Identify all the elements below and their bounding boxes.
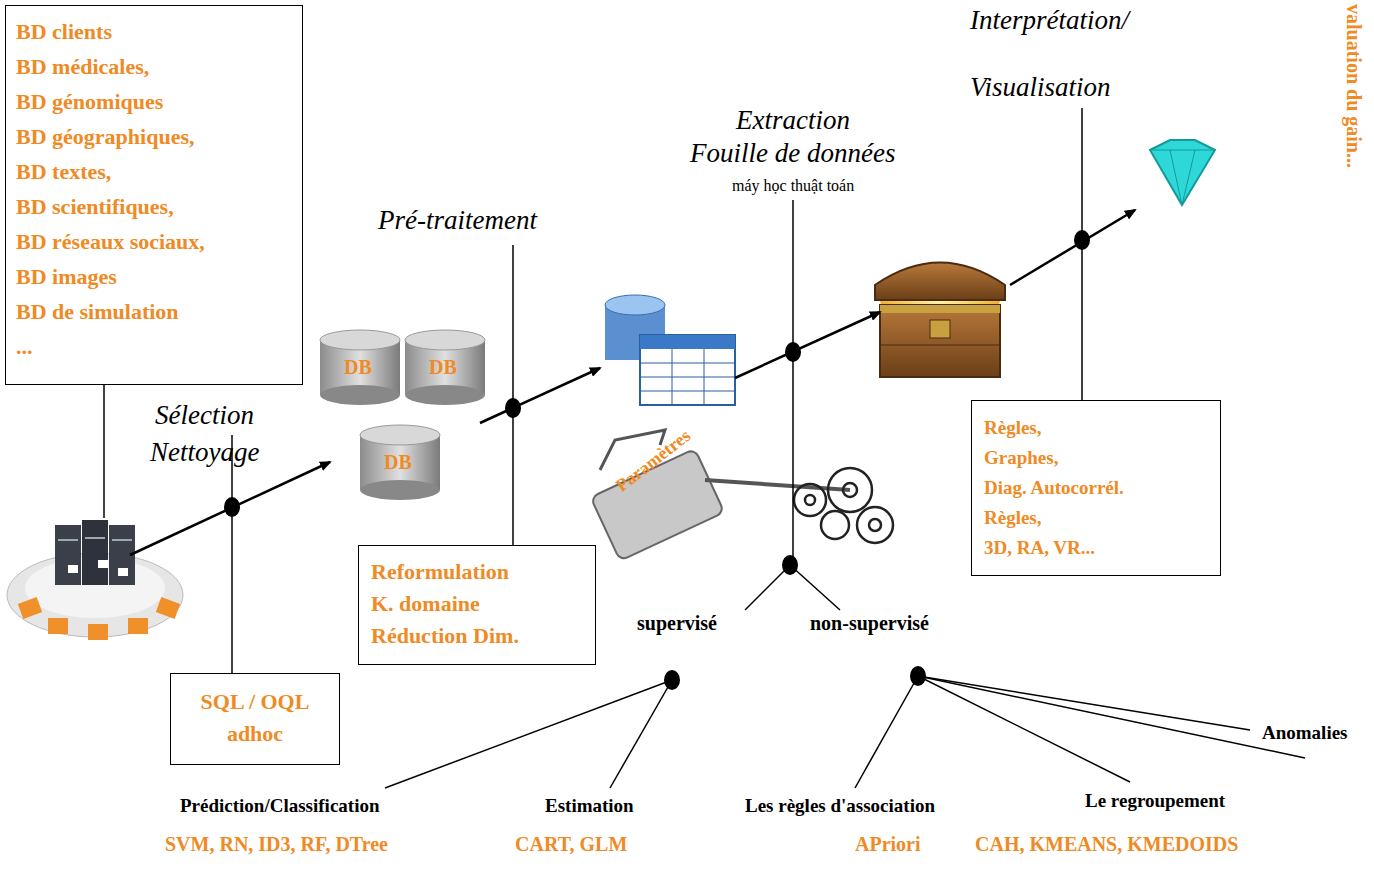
preprocessing-box: ReformulationK. domaineRéduction Dim. <box>358 545 596 665</box>
box-text: Règles, <box>984 503 1208 533</box>
table-database-icon <box>605 295 735 405</box>
box-text: BD clients <box>16 14 292 49</box>
box-text: K. domaine <box>371 588 583 620</box>
db-label: DB <box>429 356 457 379</box>
box-text: BD textes, <box>16 154 292 189</box>
category-label: Prédiction/Classification <box>180 795 379 817</box>
branch-label: non-supervisé <box>810 612 929 635</box>
box-text: BD réseaux sociaux, <box>16 224 292 259</box>
box-text: BD génomiques <box>16 84 292 119</box>
box-text: Reformulation <box>371 556 583 588</box>
box-text: BD médicales, <box>16 49 292 84</box>
step-label: Fouille de données <box>690 138 895 169</box>
box-text: adhoc <box>181 718 329 750</box>
method-label: SVM, RN, ID3, RF, DTree <box>165 833 388 856</box>
box-text: BD géographiques, <box>16 119 292 154</box>
box-text: 3D, RA, VR... <box>984 533 1208 563</box>
step-label: Interprétation/ <box>970 5 1129 36</box>
category-label: Anomalies <box>1262 722 1348 744</box>
source-list-box: BD clientsBD médicales,BD génomiquesBD g… <box>5 5 303 385</box>
method-label: APriori <box>855 833 921 856</box>
step-label: Visualisation <box>970 72 1111 103</box>
box-text: SQL / OQL <box>181 686 329 718</box>
treasure-chest <box>875 263 1005 378</box>
database-icons <box>320 330 485 500</box>
box-text: Diag. Autocorrél. <box>984 473 1208 503</box>
oil-can-gears <box>591 430 893 561</box>
results-box: Règles,Graphes,Diag. Autocorrél.Règles,3… <box>971 400 1221 576</box>
server-icon <box>7 520 183 640</box>
box-text: ... <box>16 329 292 364</box>
category-label: Le regroupement <box>1085 790 1225 812</box>
diamond <box>1150 140 1215 205</box>
box-text: Graphes, <box>984 443 1208 473</box>
box-text: BD images <box>16 259 292 294</box>
box-text: BD scientifiques, <box>16 189 292 224</box>
side-note: valuation du gain... <box>1342 4 1365 168</box>
step-label: Pré-traitement <box>378 205 537 236</box>
method-label: CART, GLM <box>515 833 627 856</box>
junction-dots <box>224 230 1090 690</box>
category-label: Les règles d'association <box>745 795 935 817</box>
method-label: CAH, KMEANS, KMEDOIDS <box>975 833 1238 856</box>
category-label: Estimation <box>545 795 634 817</box>
query-box: SQL / OQLadhoc <box>170 673 340 765</box>
box-text: Règles, <box>984 413 1208 443</box>
db-label: DB <box>344 356 372 379</box>
box-text: Réduction Dim. <box>371 620 583 652</box>
branch-label: supervisé <box>637 612 717 635</box>
step-label: Nettoyage <box>150 437 259 468</box>
db-label: DB <box>384 451 412 474</box>
step-label: Extraction <box>736 105 850 136</box>
box-text: BD de simulation <box>16 294 292 329</box>
note-label: máy học thuật toán <box>729 177 857 195</box>
step-label: Sélection <box>155 400 254 431</box>
